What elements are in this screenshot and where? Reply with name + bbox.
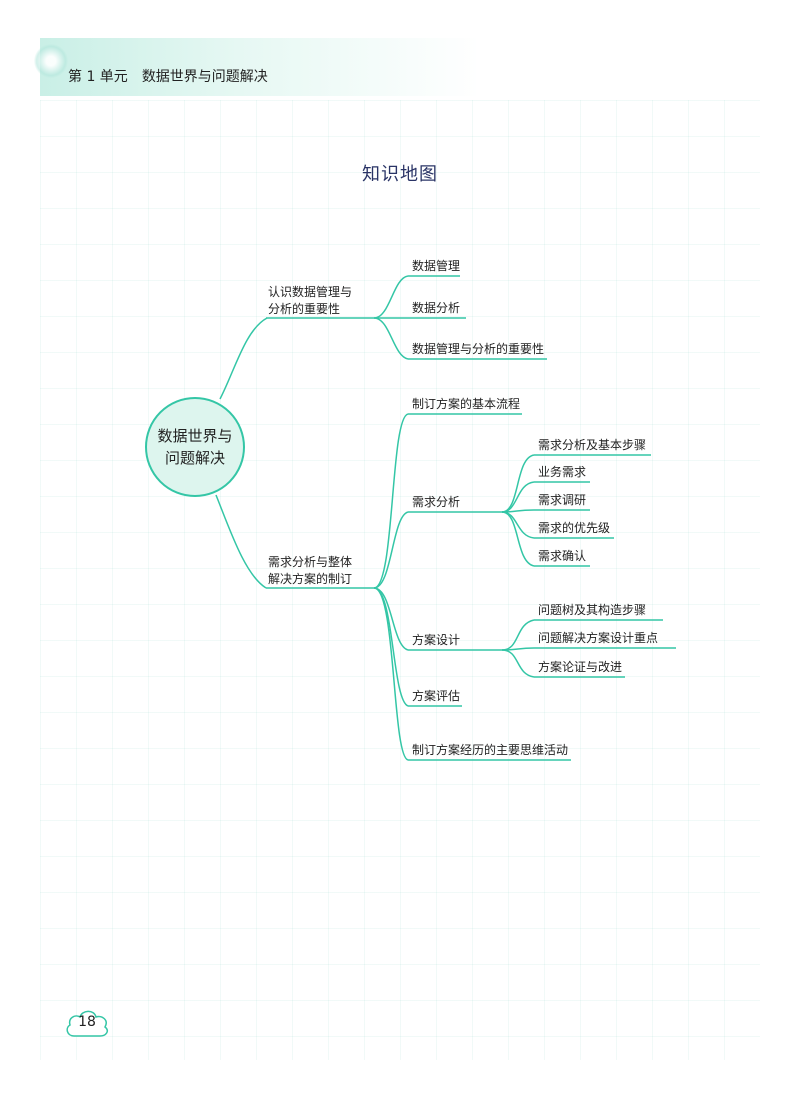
- root-line-2: 问题解决: [164, 449, 225, 467]
- header-decoration: [34, 44, 68, 78]
- node-req-research: 需求调研: [538, 493, 587, 507]
- node-demonstration: 方案论证与改进: [538, 660, 623, 674]
- root-line-1: 数据世界与: [157, 427, 233, 445]
- connector-b1-c3: [373, 317, 409, 360]
- node-business-req: 业务需求: [538, 465, 587, 479]
- page-title: 知识地图: [362, 164, 438, 185]
- connector-b2-thinking: [373, 587, 409, 761]
- node-solution-evaluation: 方案评估: [412, 689, 461, 703]
- connector-b2-req: [373, 511, 409, 589]
- branch2-label: 需求分析与整体 解决方案的制订: [268, 554, 352, 588]
- branch1-label-line-1: 认识数据管理与: [268, 285, 353, 299]
- node-importance: 数据管理与分析的重要性: [412, 342, 545, 356]
- unit-title: 数据世界与问题解决: [141, 69, 268, 85]
- connector-req-2: [501, 481, 535, 513]
- node-problem-tree: 问题树及其构造步骤: [538, 603, 647, 617]
- branch2-label-line-1: 需求分析与整体: [268, 555, 353, 569]
- branch1-label: 认识数据管理与 分析的重要性: [268, 284, 352, 318]
- connector-root-branch1: [219, 317, 268, 400]
- connector-design-3: [501, 649, 535, 678]
- connector-req-4: [501, 511, 535, 539]
- connector-req-5: [501, 511, 535, 567]
- root-node: 数据世界与 问题解决: [145, 397, 245, 497]
- connector-design-1: [501, 619, 535, 651]
- node-design-focus: 问题解决方案设计重点: [538, 631, 659, 645]
- header-band: [40, 38, 480, 96]
- node-data-analysis: 数据分析: [412, 301, 461, 315]
- cloud-icon: [66, 1010, 108, 1037]
- node-req-steps: 需求分析及基本步骤: [538, 438, 647, 452]
- branch2-label-line-2: 解决方案的制订: [268, 572, 353, 586]
- branch1-label-line-2: 分析的重要性: [268, 302, 341, 316]
- node-thinking-activities: 制订方案经历的主要思维活动: [412, 743, 569, 757]
- unit-number: 第 1 单元: [68, 69, 128, 85]
- unit-header: 第 1 单元数据世界与问题解决: [68, 66, 268, 86]
- connector-b1-c1: [373, 275, 409, 319]
- node-requirement-analysis: 需求分析: [412, 495, 461, 509]
- connector-root-branch2: [215, 494, 267, 589]
- node-req-confirm: 需求确认: [538, 549, 587, 563]
- page-number-badge: 18: [64, 1006, 110, 1038]
- connector-b2-flow: [373, 413, 409, 589]
- node-data-management: 数据管理: [412, 259, 461, 273]
- connector-b2-design: [373, 587, 409, 651]
- node-req-priority: 需求的优先级: [538, 521, 611, 535]
- grid-background: [40, 100, 760, 1060]
- node-basic-flow: 制订方案的基本流程: [412, 397, 521, 411]
- page-number: 18: [78, 1014, 96, 1030]
- node-solution-design: 方案设计: [412, 633, 461, 647]
